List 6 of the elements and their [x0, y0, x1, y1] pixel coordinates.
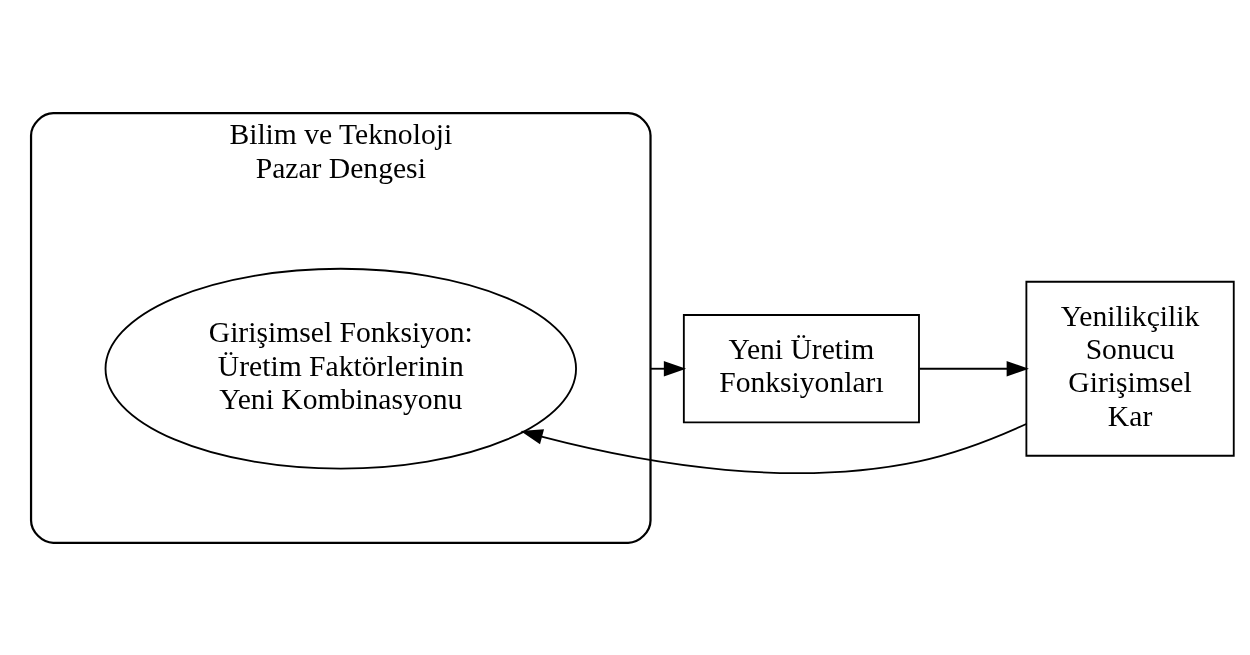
node-ellipse: Girişimsel Fonksiyon: Üretim Faktörlerinin Yeni Kombinasyonu — [104, 267, 577, 470]
node-box: Yenilikçilik Sonucu Girişimsel Kar — [1025, 280, 1235, 457]
arrow — [520, 422, 1028, 474]
node-box: Yeni Üretim Fonksiyonları — [682, 313, 920, 423]
arrow — [649, 360, 687, 376]
arrow — [918, 360, 1029, 376]
